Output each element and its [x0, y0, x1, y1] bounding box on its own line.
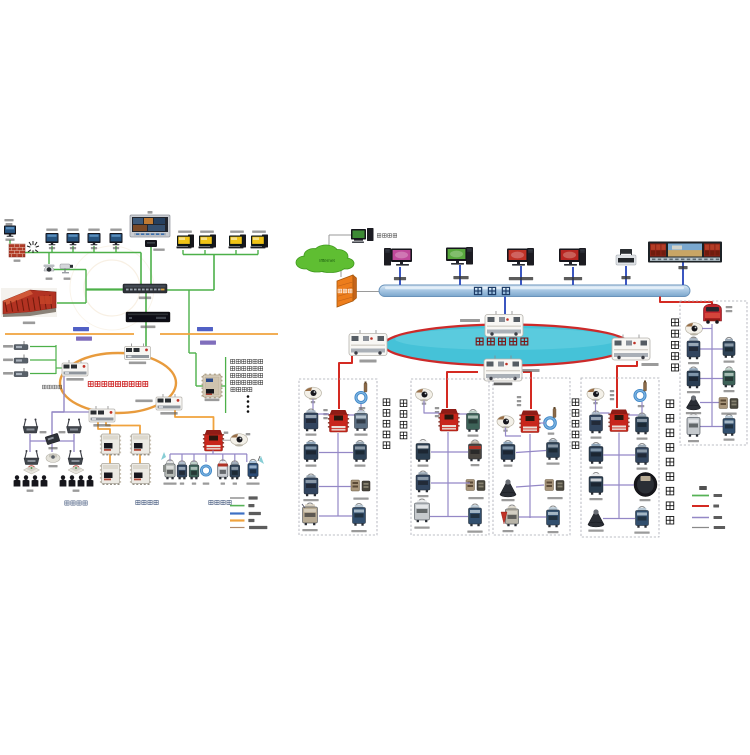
svg-text:Internet: Internet	[319, 258, 335, 263]
